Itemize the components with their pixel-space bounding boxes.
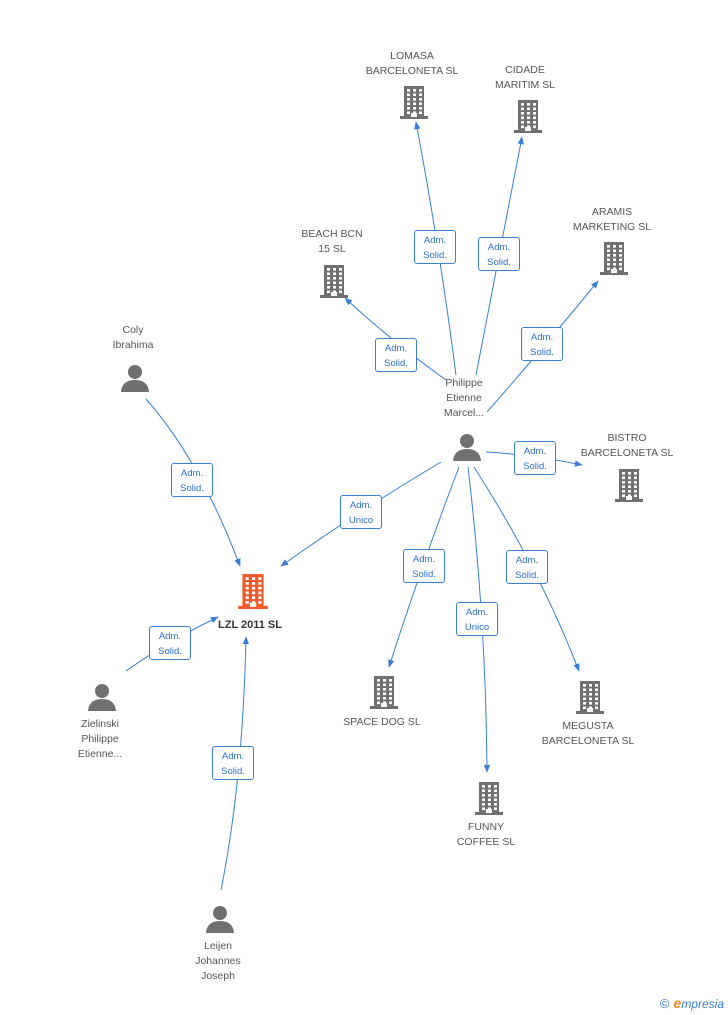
node-label: Philippe Etienne Marcel... bbox=[443, 377, 485, 419]
edge-label-zielinski_center[interactable]: Adm. Solid. bbox=[149, 626, 191, 660]
copyright-icon: © bbox=[659, 996, 670, 1011]
edge-label-philippe_aramis[interactable]: Adm. Solid. bbox=[521, 327, 563, 361]
node-label: ARAMIS MARKETING SL bbox=[572, 206, 652, 233]
building-icon bbox=[474, 781, 504, 820]
node-label: Coly Ibrahima bbox=[112, 324, 154, 351]
building-icon bbox=[369, 675, 399, 714]
building-icon bbox=[599, 241, 629, 280]
edge-label-philippe_bistro[interactable]: Adm. Solid. bbox=[514, 441, 556, 475]
building-icon bbox=[399, 85, 429, 124]
edge-label-leijen_center[interactable]: Adm. Solid. bbox=[212, 746, 254, 780]
node-label: CIDADE MARITIM SL bbox=[494, 64, 556, 91]
building-icon bbox=[319, 264, 349, 303]
brand-name: mpresia bbox=[681, 997, 724, 1011]
edge-label-coly_center[interactable]: Adm. Solid. bbox=[171, 463, 213, 497]
node-label: BISTRO BARCELONETA SL bbox=[580, 432, 674, 459]
node-label: FUNNY COFFEE SL bbox=[456, 821, 516, 848]
building-icon bbox=[237, 573, 269, 614]
empresia-footer[interactable]: ©empresia bbox=[660, 995, 724, 1011]
person-icon bbox=[120, 364, 150, 397]
edge-label-philippe_center[interactable]: Adm. Unico bbox=[340, 495, 382, 529]
edge-label-philippe_lomasa[interactable]: Adm. Solid. bbox=[414, 230, 456, 264]
edge-label-philippe_cidade[interactable]: Adm. Solid. bbox=[478, 237, 520, 271]
node-label: SPACE DOG SL bbox=[343, 716, 421, 728]
node-label: BEACH BCN 15 SL bbox=[301, 228, 363, 255]
node-label: LOMASA BARCELONETA SL bbox=[365, 50, 459, 77]
person-icon bbox=[87, 683, 117, 716]
edge-label-philippe_beach[interactable]: Adm. Solid. bbox=[375, 338, 417, 372]
node-label: Leijen Johannes Joseph bbox=[195, 940, 241, 982]
node-label: LZL 2011 SL bbox=[218, 619, 282, 631]
person-icon bbox=[205, 905, 235, 938]
building-icon bbox=[614, 468, 644, 507]
node-label: MEGUSTA BARCELONETA SL bbox=[541, 720, 635, 747]
edge-label-philippe_spacedog[interactable]: Adm. Solid. bbox=[403, 549, 445, 583]
building-icon bbox=[513, 99, 543, 138]
edge-label-philippe_megusta[interactable]: Adm. Solid. bbox=[506, 550, 548, 584]
edge-label-philippe_funny[interactable]: Adm. Unico bbox=[456, 602, 498, 636]
building-icon bbox=[575, 680, 605, 719]
person-icon bbox=[452, 433, 482, 466]
brand-initial: e bbox=[673, 995, 682, 1011]
node-label: Zielinski Philippe Etienne... bbox=[77, 718, 123, 760]
